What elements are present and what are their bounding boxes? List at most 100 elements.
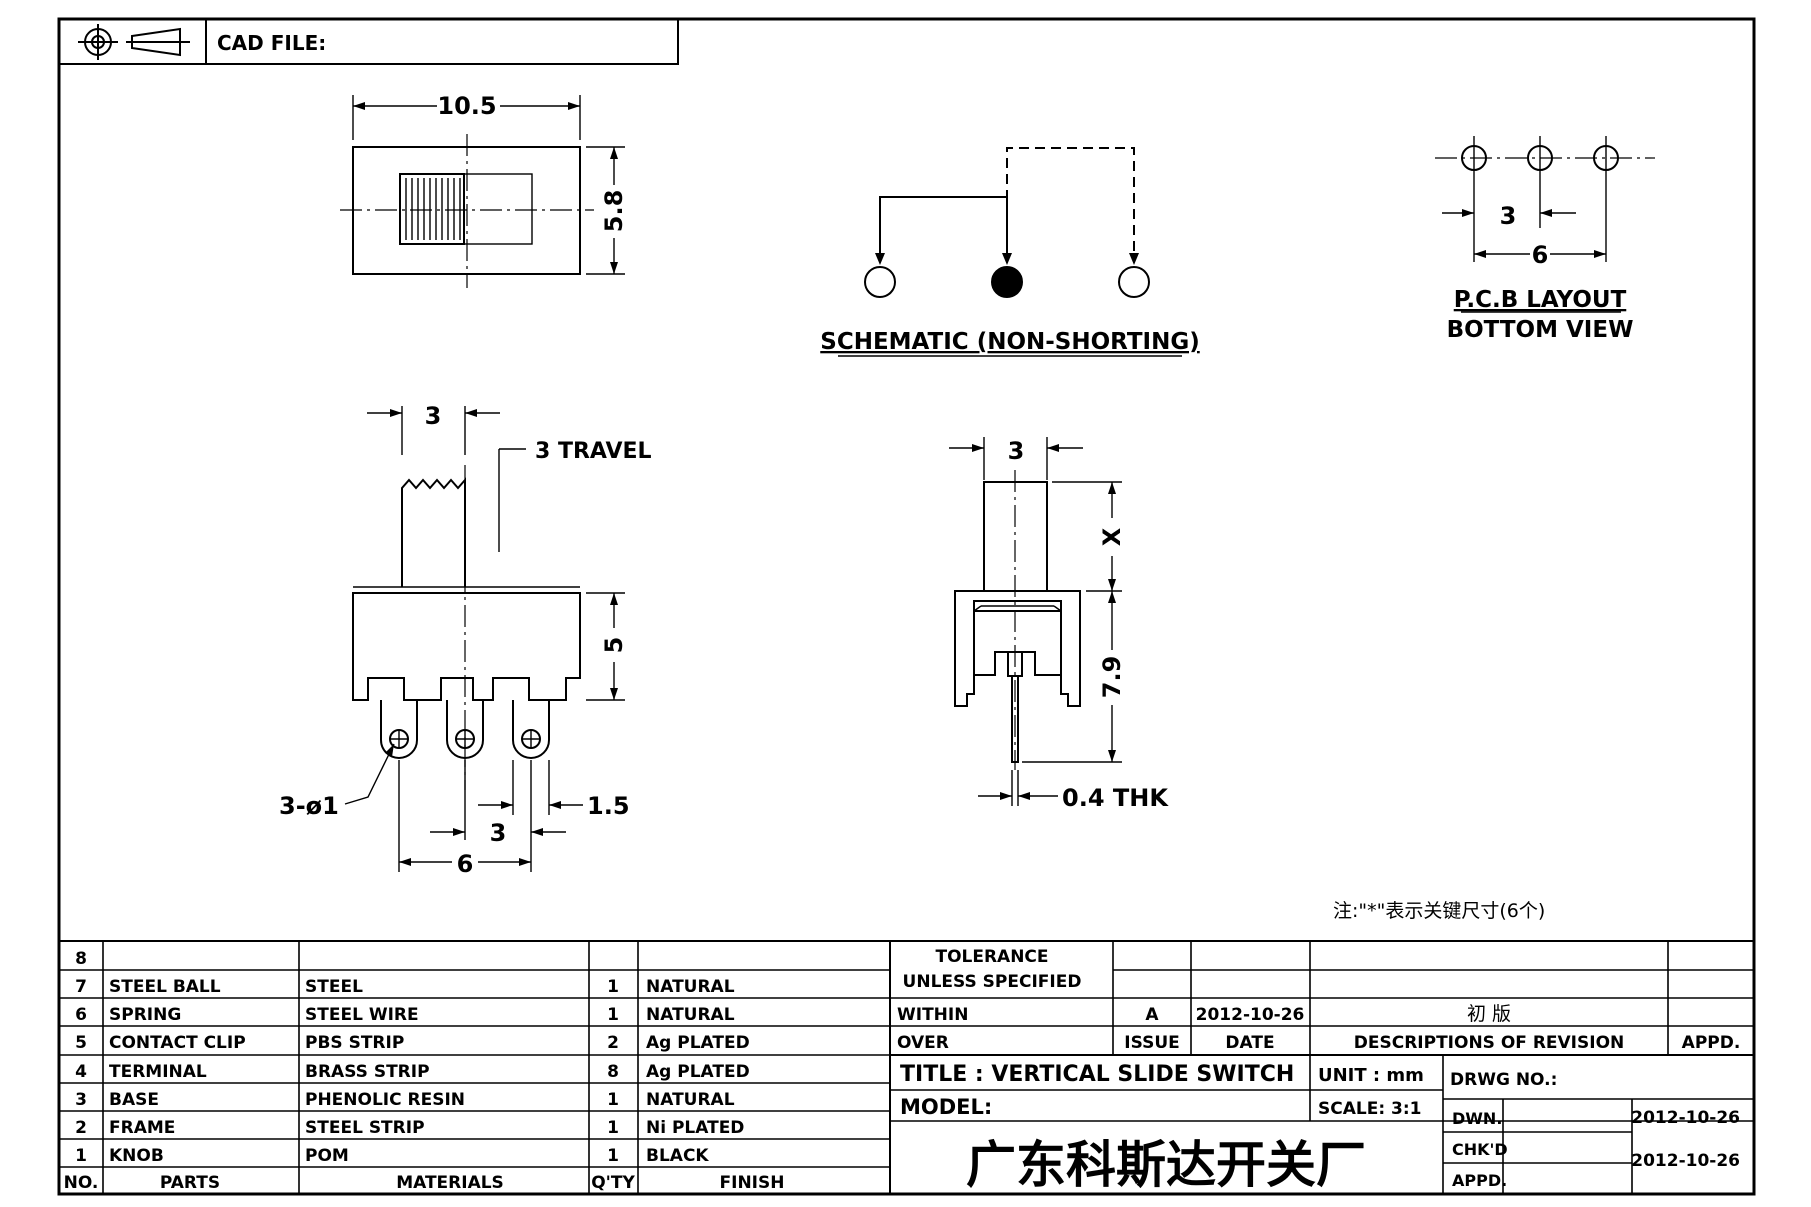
bom-material: STEEL WIRE: [305, 1005, 419, 1025]
bom-qty: 1: [607, 1146, 619, 1166]
schematic-caption: SCHEMATIC (NON-SHORTING): [820, 329, 1199, 355]
bom-no: 6: [75, 1005, 87, 1025]
chkd-date: 2012-10-26: [1631, 1151, 1740, 1171]
bom-finish: NATURAL: [646, 977, 735, 997]
bom-header-qty: Q'TY: [591, 1173, 635, 1193]
end-view: 3 X 7.9 0.4 THK: [949, 437, 1169, 812]
bom-part: FRAME: [109, 1118, 175, 1138]
terminal-width-dim: 1.5: [587, 792, 630, 820]
bom-part: TERMINAL: [109, 1062, 207, 1082]
bom-qty: 2: [607, 1033, 619, 1053]
bom-no: 8: [75, 949, 87, 969]
bom-material: STEEL STRIP: [305, 1118, 425, 1138]
appd-label: APPD.: [1682, 1033, 1741, 1053]
tolerance-within: WITHIN: [897, 1005, 968, 1025]
company-name: 广东科斯达开关厂: [966, 1136, 1366, 1194]
knob-ribs: [405, 178, 461, 240]
bom-part: STEEL BALL: [109, 977, 221, 997]
bom-row: 7 STEEL BALL STEEL 1 NATURAL: [75, 977, 735, 997]
bom-finish: NATURAL: [646, 1090, 735, 1110]
bom-no: 5: [75, 1033, 87, 1053]
bom-no: 7: [75, 977, 87, 997]
bom-row: 8: [75, 949, 87, 969]
bom-row: 4 TERMINAL BRASS STRIP 8 Ag PLATED: [75, 1062, 750, 1082]
bom-part: BASE: [109, 1090, 159, 1110]
bom-header-no: NO.: [64, 1173, 99, 1193]
bom-row: 5 CONTACT CLIP PBS STRIP 2 Ag PLATED: [75, 1033, 750, 1053]
base-height-dim: 5: [600, 637, 628, 654]
bom-no: 3: [75, 1090, 87, 1110]
side-pitch-dim: 3: [490, 819, 507, 847]
end-knob-height-dim: X: [1098, 527, 1126, 546]
appd-sign-label: APPD.: [1452, 1171, 1507, 1190]
pcb-caption-1: P.C.B LAYOUT: [1454, 287, 1627, 313]
model-label: MODEL:: [900, 1095, 992, 1119]
projection-symbol-icon: [78, 24, 190, 60]
end-knob-width-dim: 3: [1008, 437, 1025, 465]
dwn-date: 2012-10-26: [1631, 1108, 1740, 1128]
bom-row: 2 FRAME STEEL STRIP 1 Ni PLATED: [75, 1118, 744, 1138]
cad-file-label: CAD FILE:: [217, 31, 326, 55]
date-label: DATE: [1225, 1033, 1274, 1053]
bom-header: NO. PARTS MATERIALS Q'TY FINISH: [64, 1173, 785, 1193]
pcb-layout: 3 6 P.C.B LAYOUT BOTTOM VIEW: [1435, 136, 1655, 343]
bom-material: PBS STRIP: [305, 1033, 404, 1053]
revision-desc: 初 版: [1467, 1003, 1511, 1025]
chkd-label: CHK'D: [1452, 1140, 1508, 1159]
drawing-border: [57, 17, 1756, 1196]
bom-table: [59, 940, 1754, 1194]
bom-row: 6 SPRING STEEL WIRE 1 NATURAL: [75, 1005, 735, 1025]
terminal-open-icon: [864, 266, 896, 298]
drwg-no-label: DRWG NO.:: [1450, 1070, 1557, 1090]
title-block: [890, 941, 1754, 1194]
bom-qty: 1: [607, 1005, 619, 1025]
bom-row: 3 BASE PHENOLIC RESIN 1 NATURAL: [75, 1090, 735, 1110]
side-knob-width-dim: 3: [425, 402, 442, 430]
bom-no: 4: [75, 1062, 87, 1082]
issue-value: A: [1145, 1005, 1159, 1025]
tolerance-label: TOLERANCE: [935, 947, 1048, 967]
end-body-height-dim: 7.9: [1098, 656, 1126, 699]
bom-qty: 1: [607, 977, 619, 997]
thickness-note: 0.4 THK: [1062, 784, 1169, 812]
hole-note: 3-ø1: [279, 792, 339, 820]
bom-part: CONTACT CLIP: [109, 1033, 246, 1053]
bom-material: BRASS STRIP: [305, 1062, 430, 1082]
terminal-common-icon: [991, 266, 1023, 298]
tolerance-unless: UNLESS SPECIFIED: [903, 972, 1082, 992]
bom-material: PHENOLIC RESIN: [305, 1090, 465, 1110]
bom-part: SPRING: [109, 1005, 181, 1025]
scale-label: SCALE: 3:1: [1318, 1099, 1422, 1119]
bom-header-materials: MATERIALS: [396, 1173, 504, 1193]
bom-finish: BLACK: [646, 1146, 709, 1166]
bom-header-finish: FINISH: [720, 1173, 785, 1193]
bom-finish: Ag PLATED: [646, 1062, 750, 1082]
bom-qty: 8: [607, 1062, 619, 1082]
bom-part: KNOB: [109, 1146, 164, 1166]
drawing-title: TITLE : VERTICAL SLIDE SWITCH: [900, 1062, 1294, 1087]
pcb-pitch-dim: 3: [1500, 202, 1517, 230]
pcb-span-dim: 6: [1532, 241, 1549, 269]
side-span-dim: 6: [457, 850, 474, 878]
issue-label: ISSUE: [1124, 1033, 1179, 1053]
side-view: 3 3 TRAVEL 5 3-ø1 1.5 3 6: [279, 402, 652, 878]
dwn-label: DWN.: [1452, 1109, 1502, 1128]
bom-row: 1 KNOB POM 1 BLACK: [75, 1146, 709, 1166]
issue-date: 2012-10-26: [1196, 1005, 1305, 1025]
unit-label: UNIT : mm: [1318, 1065, 1424, 1086]
schematic: SCHEMATIC (NON-SHORTING): [820, 147, 1200, 357]
desc-label: DESCRIPTIONS OF REVISION: [1354, 1033, 1625, 1053]
bom-finish: Ag PLATED: [646, 1033, 750, 1053]
bom-finish: NATURAL: [646, 1005, 735, 1025]
top-height-dim: 5.8: [600, 190, 628, 233]
bom-material: STEEL: [305, 977, 363, 997]
top-width-dim: 10.5: [437, 92, 496, 120]
header-box: CAD FILE:: [59, 19, 679, 65]
bom-material: POM: [305, 1146, 349, 1166]
tolerance-over: OVER: [897, 1033, 949, 1053]
terminal-open-icon: [1118, 266, 1150, 298]
pcb-caption-2: BOTTOM VIEW: [1447, 317, 1634, 343]
key-dimension-note: 注:"*"表示关键尺寸(6个): [1333, 900, 1545, 922]
bom-qty: 1: [607, 1090, 619, 1110]
